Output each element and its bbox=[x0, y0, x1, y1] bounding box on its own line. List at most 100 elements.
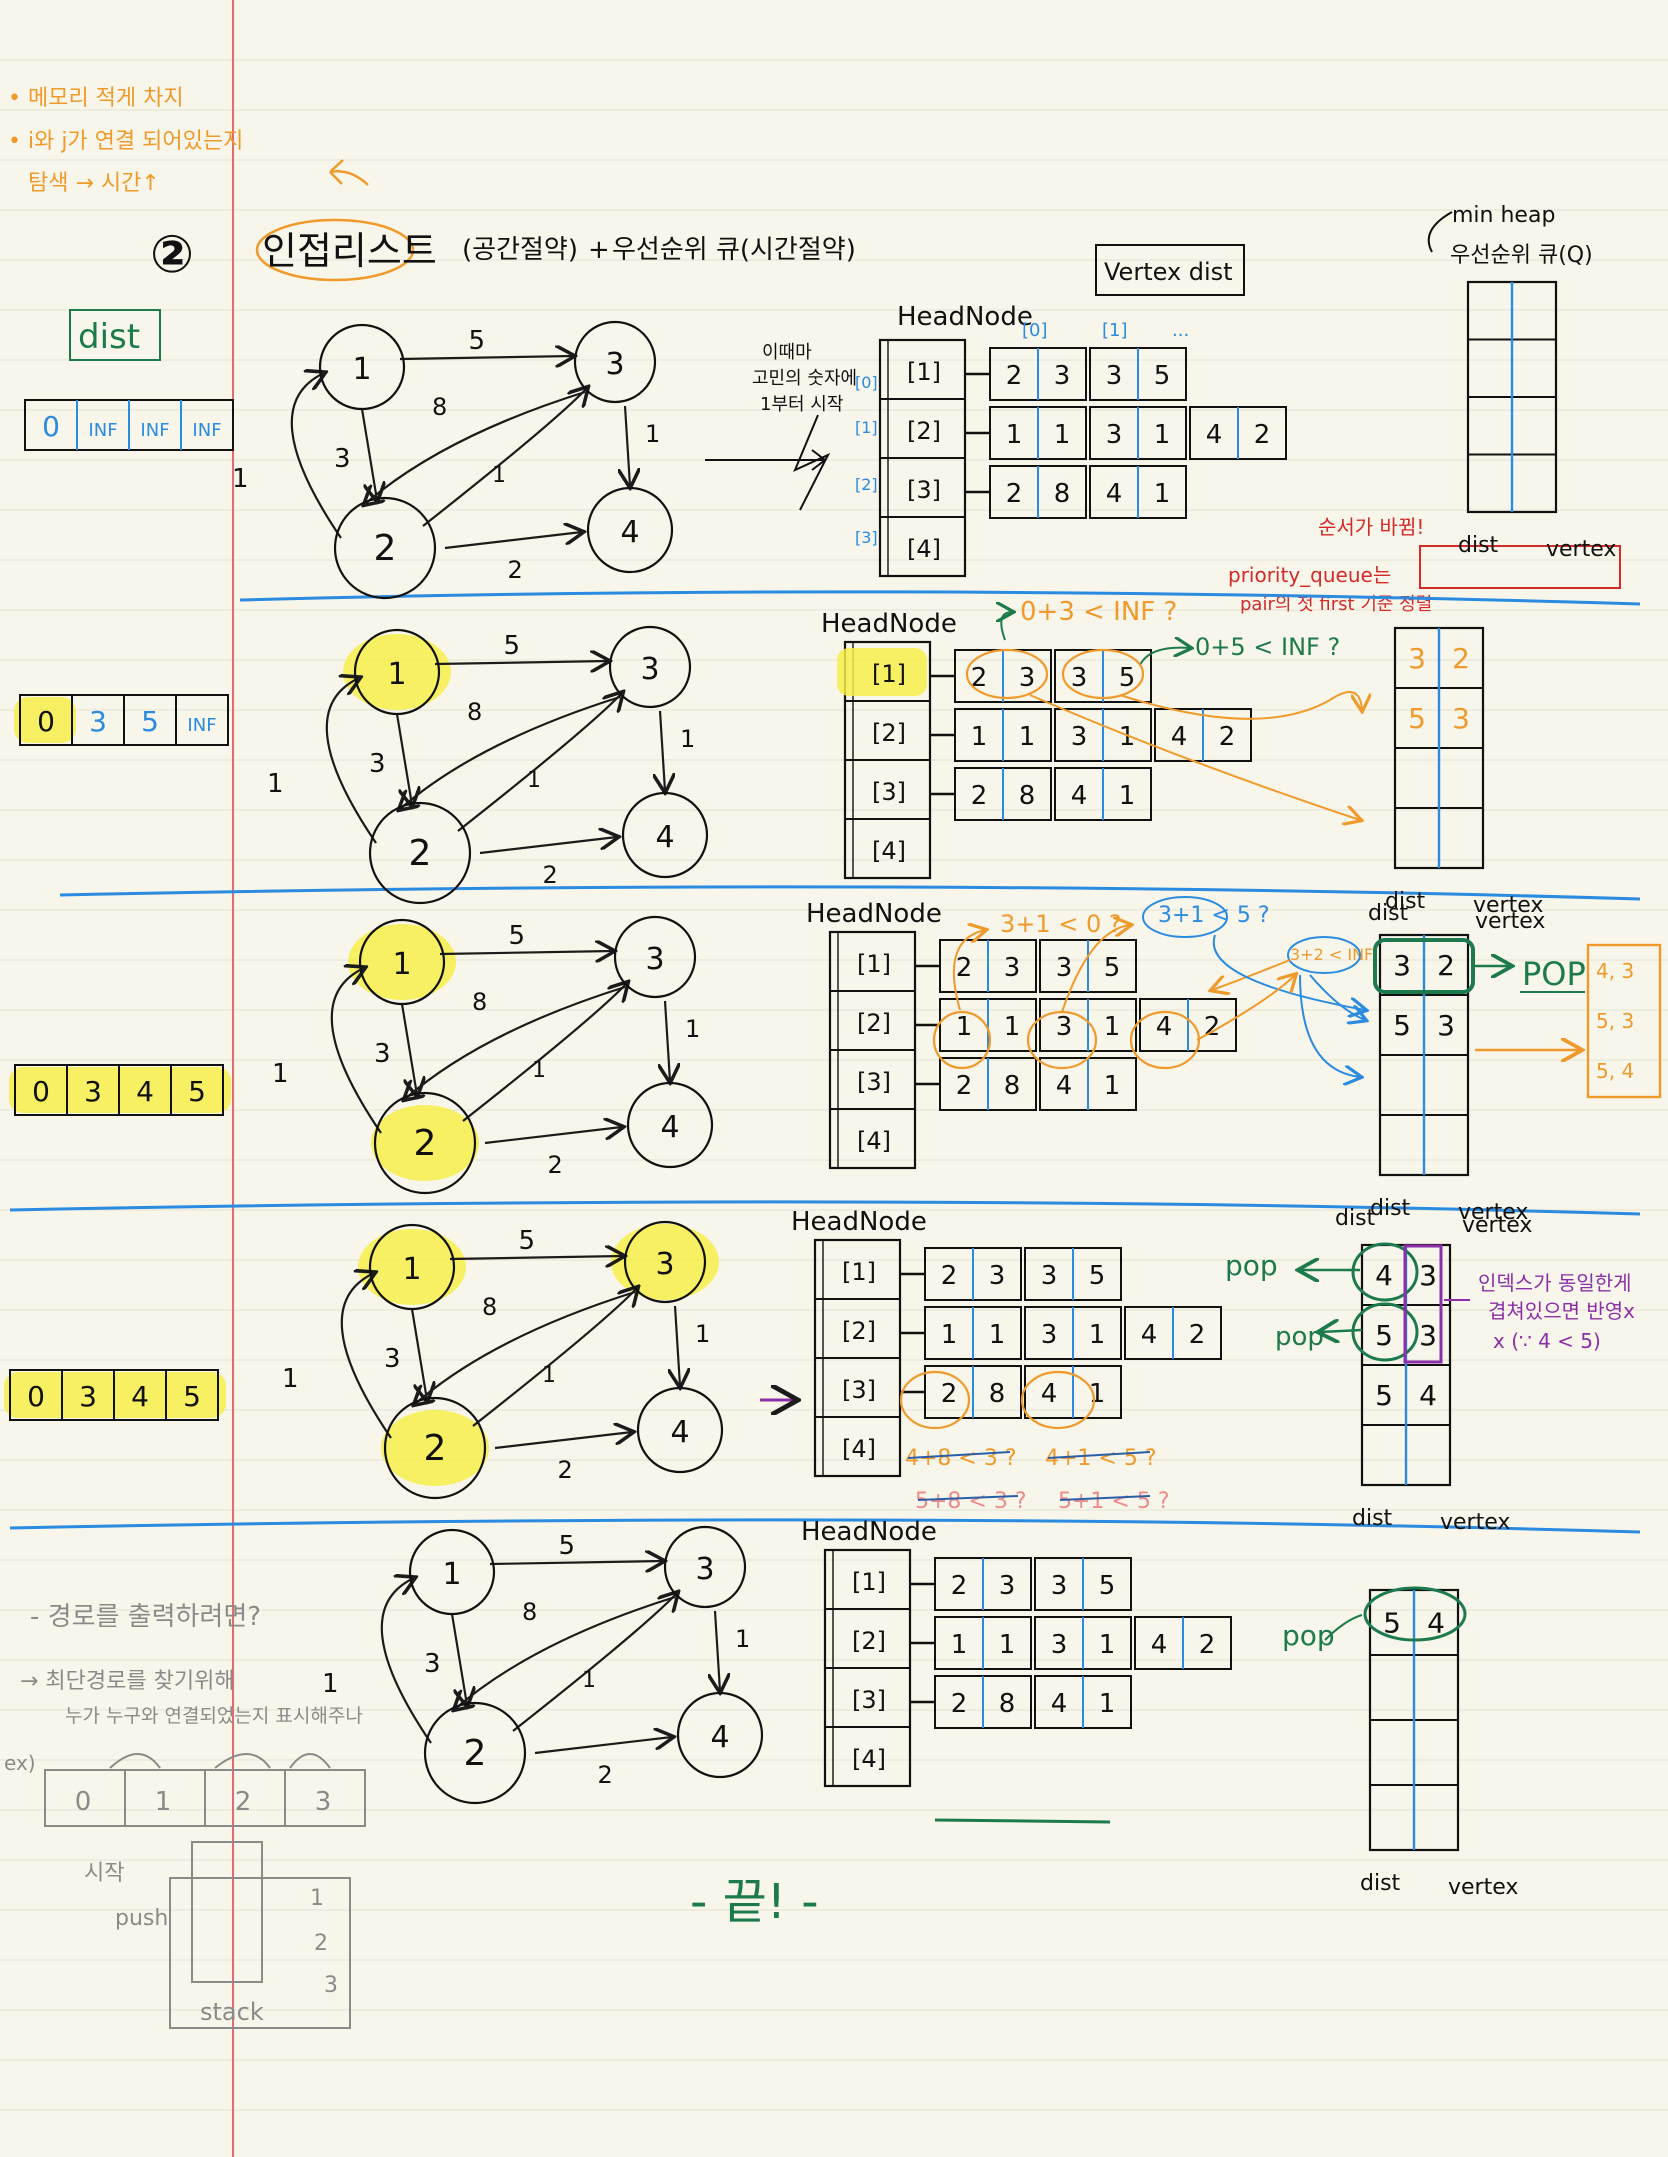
list-vertex: 3 bbox=[1051, 1571, 1068, 1601]
list-vertex: 1 bbox=[951, 1630, 968, 1660]
list-weight: 1 bbox=[1104, 1071, 1121, 1101]
weight-2-1: 1 bbox=[527, 768, 541, 793]
list-vertex: 1 bbox=[956, 1012, 973, 1042]
weight-2-4: 2 bbox=[508, 556, 523, 584]
side-index-0: [0] bbox=[855, 373, 878, 392]
anno-check-1: 0+3 < INF ? bbox=[1020, 597, 1177, 627]
weight-2-4: 2 bbox=[598, 1761, 613, 1789]
path-cell: 3 bbox=[315, 1787, 332, 1817]
weight-1-2: 3 bbox=[384, 1344, 401, 1374]
edge-1-3 bbox=[434, 661, 608, 664]
graph-node-label: 1 bbox=[387, 657, 406, 692]
weight-left: 1 bbox=[282, 1364, 299, 1394]
pq-vertex: 2 bbox=[1437, 949, 1455, 982]
weight-2-4: 2 bbox=[543, 861, 558, 889]
dist-cell: 5 bbox=[188, 1075, 206, 1108]
weight-1-2: 3 bbox=[374, 1039, 391, 1069]
list-vertex: 2 bbox=[951, 1571, 968, 1601]
anno-s2-3: 3+2 < INF bbox=[1290, 945, 1373, 964]
edge-3-2 bbox=[400, 695, 621, 809]
edge-2-4 bbox=[534, 1737, 672, 1755]
strike-1 bbox=[907, 1451, 1011, 1459]
headnode-row: [3] bbox=[852, 1686, 886, 1714]
list-weight: 5 bbox=[1119, 663, 1136, 693]
list-vertex: 3 bbox=[1071, 663, 1088, 693]
pq-vertex-label: vertex bbox=[1458, 1200, 1528, 1225]
anno-s2-arrow-3 bbox=[1309, 974, 1365, 1020]
pq-title-2: 우선순위 큐(Q) bbox=[1450, 243, 1593, 268]
node-highlight bbox=[611, 1224, 719, 1300]
pq-vertex: 3 bbox=[1452, 702, 1470, 735]
graph-node bbox=[608, 625, 692, 709]
list-weight: 1 bbox=[1019, 722, 1036, 752]
path-cell: 2 bbox=[235, 1787, 252, 1817]
weight-1-4: 8 bbox=[467, 698, 482, 726]
pop-s3-circle-2 bbox=[1351, 1302, 1419, 1362]
path-start: 시작 bbox=[84, 1861, 124, 1886]
pq-dist-label: dist bbox=[1352, 1506, 1393, 1531]
side-note-3: 1부터 시작 bbox=[760, 394, 843, 415]
strike-2 bbox=[1047, 1451, 1151, 1459]
anno-arrow-d bbox=[1119, 691, 1362, 720]
list-weight: 8 bbox=[989, 1379, 1006, 1409]
index-label-2: ... bbox=[1172, 320, 1189, 341]
pq2-top-vertex: vertex bbox=[1475, 909, 1545, 934]
list-weight: 3 bbox=[1004, 953, 1021, 983]
note-line-1: • 메모리 적게 차지 bbox=[8, 86, 184, 111]
headnode-row: [3] bbox=[907, 476, 941, 504]
anno-s2-arrow-4 bbox=[1212, 934, 1365, 1010]
list-weight: 1 bbox=[989, 1320, 1006, 1350]
list-weight: 1 bbox=[1154, 479, 1171, 509]
head-highlight bbox=[837, 648, 927, 696]
weight-left: 1 bbox=[232, 464, 249, 494]
headnode-row: [3] bbox=[857, 1068, 891, 1096]
edge-2-1 bbox=[340, 1273, 392, 1439]
edge-2-4 bbox=[494, 1432, 632, 1450]
graph-node bbox=[358, 918, 446, 1006]
list-vertex: 3 bbox=[1041, 1320, 1058, 1350]
list-vertex: 2 bbox=[941, 1261, 958, 1291]
node-highlight bbox=[381, 1410, 489, 1486]
list-vertex: 1 bbox=[941, 1320, 958, 1350]
edge-3-4 bbox=[625, 405, 630, 486]
headnode-row: [1] bbox=[907, 358, 941, 386]
strike-4 bbox=[1059, 1495, 1151, 1501]
pq-dist: 4 bbox=[1375, 1259, 1393, 1292]
graph-node bbox=[368, 801, 472, 905]
weight-1-2: 3 bbox=[334, 444, 351, 474]
list-vertex: 4 bbox=[1206, 420, 1223, 450]
purple-box bbox=[1403, 1244, 1443, 1364]
stack-num-1: 1 bbox=[310, 1886, 324, 1911]
headnode-row: [1] bbox=[842, 1258, 876, 1286]
list-weight: 3 bbox=[1019, 663, 1036, 693]
weight-1-3: 5 bbox=[509, 921, 526, 951]
weight-2-1: 1 bbox=[492, 463, 506, 488]
dist-cell: INF bbox=[88, 420, 117, 441]
list-vertex: 2 bbox=[971, 663, 988, 693]
list-weight: 8 bbox=[999, 1689, 1016, 1719]
pq-vertex: 4 bbox=[1419, 1379, 1437, 1412]
edge-1-3 bbox=[449, 1256, 623, 1259]
edge-3-2 bbox=[455, 1595, 676, 1709]
dist-cell: 3 bbox=[84, 1075, 102, 1108]
red-note-3: pair의 첫 first 기준 정렬 bbox=[1240, 594, 1432, 615]
end-text: - 끝! - bbox=[690, 1874, 819, 1930]
headnode-row: [1] bbox=[857, 950, 891, 978]
list-weight: 8 bbox=[1054, 479, 1071, 509]
graph-node-label: 1 bbox=[392, 947, 411, 982]
list-weight: 3 bbox=[989, 1261, 1006, 1291]
graph-node-label: 1 bbox=[442, 1557, 461, 1592]
pq-dist-label: dist bbox=[1360, 1871, 1401, 1896]
headnode-label-0: HeadNode bbox=[897, 302, 1033, 332]
path-note-3: 누가 누구와 연결되었는지 표시해주나 bbox=[65, 1705, 363, 1727]
list-weight: 3 bbox=[999, 1571, 1016, 1601]
list-weight: 2 bbox=[1204, 1012, 1221, 1042]
graph-node-label: 2 bbox=[464, 1733, 487, 1774]
anno-s2-circle-2 bbox=[1287, 936, 1361, 974]
